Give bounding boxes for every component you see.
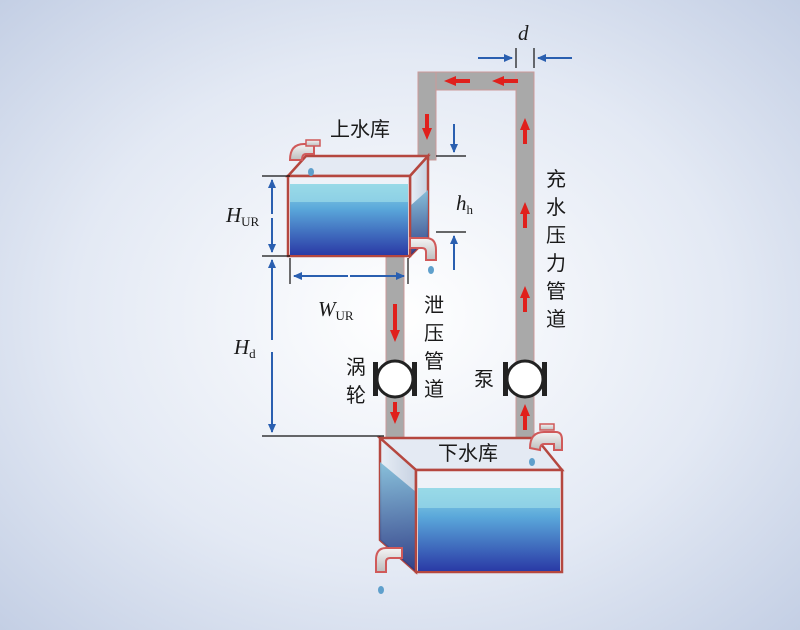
turbine-label: 涡 轮 [346,355,366,407]
charging-pipe-char: 充 [546,167,566,191]
charging-pipe-char: 力 [546,251,566,275]
dim-hh-label: hh [456,191,474,217]
lower-reservoir [375,423,565,594]
flow-arrows [390,76,530,430]
discharge-pipe-char: 压 [424,321,444,345]
lower-inlet-tap-icon [528,423,563,466]
turbine-icon [373,359,417,399]
dim-hd-label: Hd [233,335,256,361]
dimension-lines [262,48,572,437]
pump-label: 泵 [474,367,494,391]
discharge-pipe-label: 泄 压 管 道 [424,293,444,401]
pump-icon [503,359,547,399]
turbine-char: 涡 [346,355,366,379]
charging-pipe-label: 充 水 压 力 管 道 [546,167,566,331]
charging-pipe-char: 管 [546,279,566,303]
pipes [385,71,535,453]
upper-reservoir-label: 上水库 [330,117,390,141]
charging-pipe-char: 水 [546,195,566,219]
upper-inlet-tap-icon [288,139,321,176]
dim-d-label: d [518,21,529,45]
discharge-pipe-char: 管 [424,349,444,373]
discharge-pipe-char: 道 [424,377,444,401]
lower-reservoir-label: 下水库 [438,441,498,465]
dim-hur-label: HUR [225,203,260,229]
charging-pipe-char: 道 [546,307,566,331]
upper-outlet-tap-icon [409,237,437,274]
dim-wur-label: WUR [318,297,354,323]
charging-pipe-char: 压 [546,223,566,247]
turbine-char: 轮 [346,383,366,407]
upper-reservoir [285,139,437,274]
discharge-pipe-char: 泄 [424,293,444,317]
lower-outlet-tap-icon [375,547,403,594]
